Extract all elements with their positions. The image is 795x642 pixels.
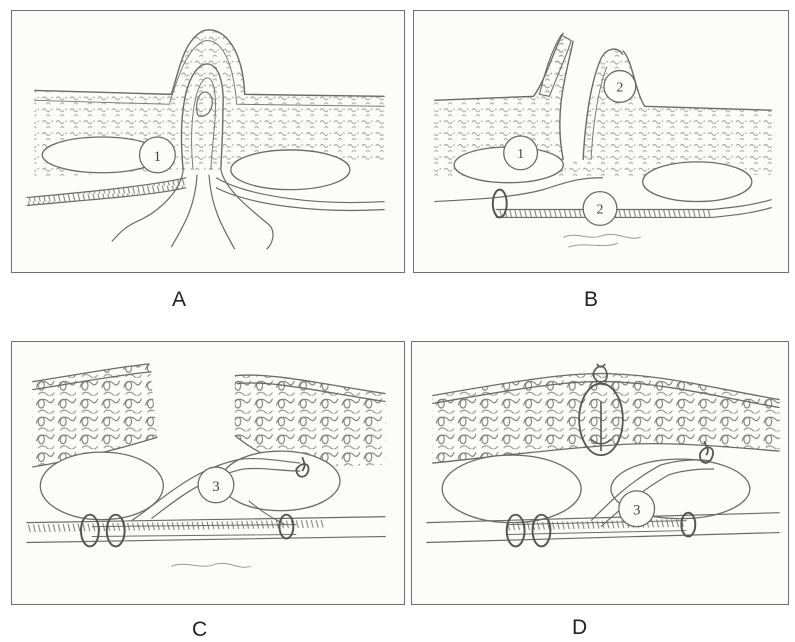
panel-a-illustration: 1 <box>12 11 404 272</box>
marker-1-text: 1 <box>154 149 161 165</box>
panel-c-illustration: 3 <box>12 342 404 604</box>
muscle-left <box>40 452 163 519</box>
marker-3-text: 3 <box>212 479 219 495</box>
panel-d: 3 <box>411 341 789 605</box>
muscle-left <box>442 455 581 522</box>
panel-b: 2 1 2 <box>413 10 789 273</box>
panel-a: 1 <box>11 10 405 273</box>
muscle-right <box>231 150 350 190</box>
panel-c: 3 <box>11 341 405 605</box>
marker-2-top-text: 2 <box>616 80 623 95</box>
marker-3-text: 3 <box>633 503 640 519</box>
panel-d-illustration: 3 <box>412 342 788 604</box>
panel-b-illustration: 2 1 2 <box>414 11 788 272</box>
marker-2-bottom-text: 2 <box>597 202 604 217</box>
panel-b-label: B <box>584 288 598 312</box>
panel-a-label: A <box>172 288 186 312</box>
fat-layer <box>563 234 640 247</box>
muscle-right <box>643 162 752 202</box>
marker-1-text: 1 <box>517 147 524 162</box>
fat-layer <box>171 563 250 567</box>
panel-d-label: D <box>572 616 587 640</box>
panel-c-label: C <box>192 618 207 642</box>
